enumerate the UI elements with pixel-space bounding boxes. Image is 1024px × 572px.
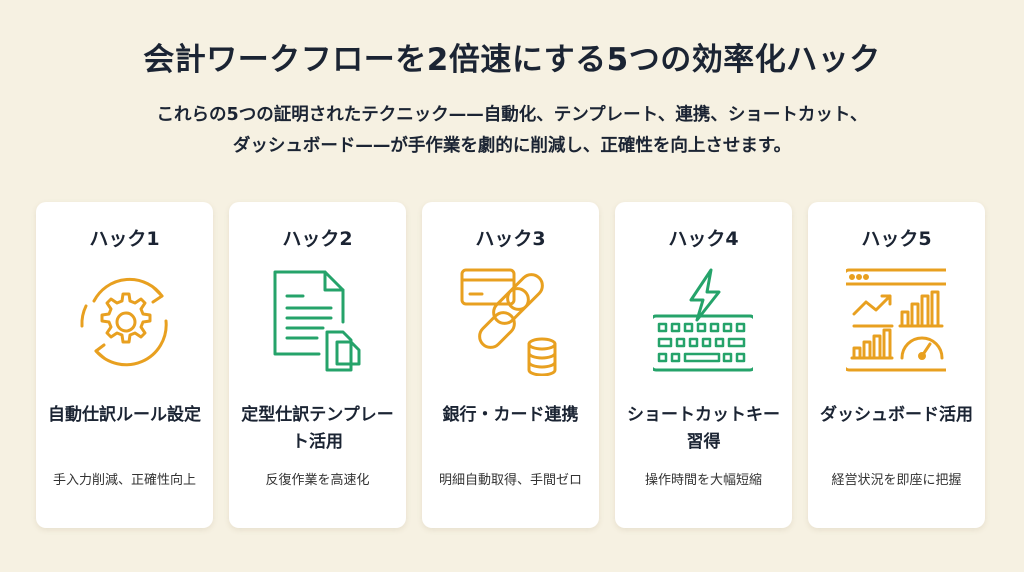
hack-card-3: ハック3 銀行・カード連携 明細自動取得、手間ゼロ — [422, 202, 599, 528]
hack-name: 定型仕訳テンプレート活用 — [241, 405, 394, 452]
gear-cycle-icon — [80, 277, 168, 367]
hack-name: 銀行・カード連携 — [442, 405, 579, 425]
hack-description: 明細自動取得、手間ゼロ — [438, 473, 582, 488]
hack-cards: ハック1 自動仕訳ルール設定 手入力削減、正確性向上 ハック2 定型仕訳テンプレ… — [36, 202, 985, 528]
hack-label: ハック3 — [475, 228, 546, 250]
dashboard-icon — [846, 268, 946, 372]
page-subtitle: これらの5つの証明されたテクニック——自動化、テンプレート、連携、ショートカット… — [60, 100, 964, 162]
subtitle-line-2: ダッシュボード——が手作業を劇的に削減し、正確性を向上させます。 — [232, 136, 792, 156]
subtitle-line-1: これらの5つの証明されたテクニック——自動化、テンプレート、連携、ショートカット… — [156, 105, 868, 125]
document-template-icon — [273, 270, 361, 372]
hack-description: 操作時間を大幅短縮 — [644, 473, 762, 488]
hack-label: ハック1 — [89, 228, 160, 250]
hack-label: ハック4 — [668, 228, 739, 250]
hack-description: 手入力削減、正確性向上 — [52, 473, 196, 488]
page-title: 会計ワークフローを2倍速にする5つの効率化ハック — [143, 42, 881, 78]
hack-card-1: ハック1 自動仕訳ルール設定 手入力削減、正確性向上 — [36, 202, 213, 528]
hack-label: ハック5 — [861, 228, 932, 250]
hack-card-2: ハック2 定型仕訳テンプレート活用 反復作業を高速化 — [229, 202, 406, 528]
hack-card-5: ハック5 ダッシュボード活用 経営状況を即座に把握 — [808, 202, 985, 528]
hack-description: 経営状況を即座に把握 — [831, 473, 962, 488]
hack-card-4: ハック4 ショートカットキー習得 操作時間を大幅短縮 — [615, 202, 792, 528]
hack-name: ショートカットキー習得 — [627, 405, 780, 452]
bank-link-icon — [460, 268, 557, 376]
hack-description: 反復作業を高速化 — [265, 473, 370, 488]
keyboard-lightning-icon — [653, 268, 753, 372]
hack-name: 自動仕訳ルール設定 — [48, 405, 201, 425]
hack-label: ハック2 — [282, 228, 353, 250]
hack-name: ダッシュボード活用 — [820, 405, 973, 425]
